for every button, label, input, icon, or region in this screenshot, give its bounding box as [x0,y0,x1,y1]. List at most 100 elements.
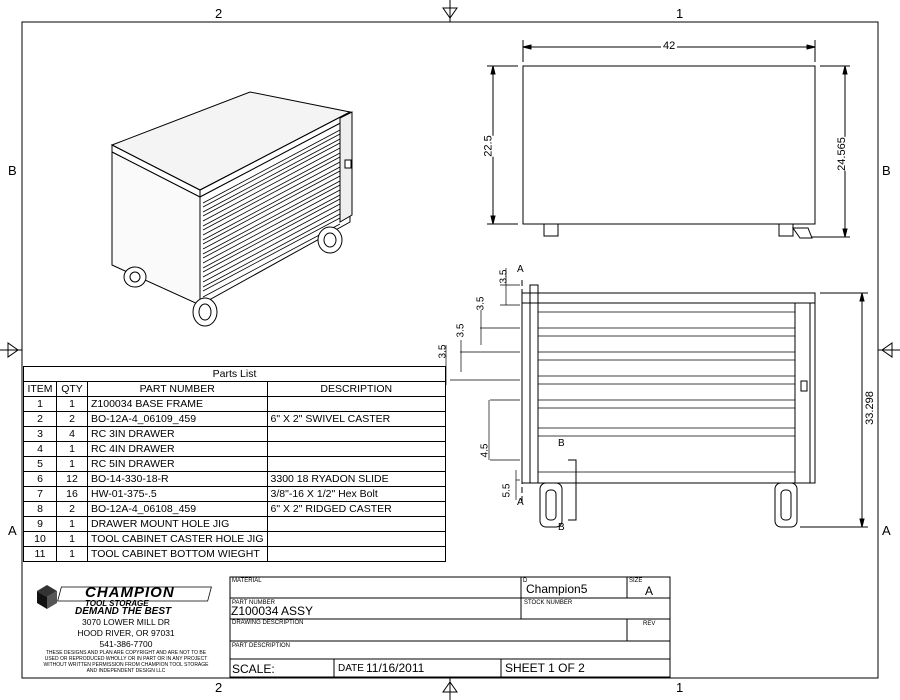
cell-qty: 2 [56,501,88,517]
zone-right-lower: A [882,523,891,538]
cell-qty: 1 [56,456,88,472]
dim-side-5: 4.5 [479,443,491,458]
cell-item: 9 [23,516,57,532]
zone-left-lower: A [8,523,17,538]
dim-side-height: 33.298 [863,391,876,425]
cell-part: Z100034 BASE FRAME [87,396,268,412]
cell-qty: 1 [56,396,88,412]
disclaimer-4: AND INDEPENDENT DESIGN LLC [86,668,166,674]
date-label: DATE [338,663,364,674]
cell-part: BO-14-330-18-R [87,471,268,487]
designer-label: D [523,578,528,584]
cell-desc: 3/8"-16 X 1/2" Hex Bolt [266,486,447,502]
address-line-2: HOOD RIVER, OR 97031 [77,628,175,638]
cell-part: HW-01-375-.5 [87,486,268,502]
slogan: DEMAND THE BEST [75,606,172,617]
cell-desc [266,456,447,472]
cell-qty: 1 [56,441,88,457]
cell-part: BO-12A-4_06109_459 [87,411,268,427]
cell-item: 2 [23,411,57,427]
zone-top-left: 2 [215,6,223,21]
logo-text: CHAMPION [85,584,175,601]
cell-desc [266,546,447,562]
center-mark-right-icon [881,342,893,358]
cell-part: BO-12A-4_06108_459 [87,501,268,517]
drawing-description-label: DRAWING DESCRIPTION [232,620,304,626]
address-line-1: 3070 LOWER MILL DR [81,617,171,627]
part-description-label: PART DESCRIPTION [232,643,291,649]
header-qty: QTY [56,381,88,397]
phone: 541-386-7700 [99,639,153,649]
side-view [445,268,868,528]
cell-qty: 1 [56,546,88,562]
scale-label: SCALE: [232,662,275,676]
cell-item: 11 [23,546,57,562]
dim-height-total: 24.565 [835,137,848,171]
designer-value: Champion5 [526,582,588,596]
dim-side-6: 5.5 [501,483,513,498]
part-number-value: Z100034 ASSY [231,604,314,618]
date-value: 11/16/2011 [366,661,425,675]
cell-item: 5 [23,456,57,472]
zone-bottom-left: 2 [215,680,223,695]
cell-part: RC 4IN DRAWER [87,441,268,457]
cell-qty: 4 [56,426,88,442]
cell-desc [266,426,447,442]
section-label-a-bottom: A [517,497,524,508]
dim-side-1: 3.5 [498,269,510,284]
cell-part: TOOL CABINET BOTTOM WIEGHT [87,546,268,562]
cell-part: DRAWER MOUNT HOLE JIG [87,516,268,532]
disclaimer-1: THESE DESIGNS AND PLAN ARE COPYRIGHT AND… [45,650,207,656]
cell-item: 10 [23,531,57,547]
front-view [487,40,850,239]
cell-qty: 1 [56,531,88,547]
rev-label: REV [643,621,656,627]
cell-desc [266,531,447,547]
part-number-label: PART NUMBER [232,600,276,606]
cell-item: 8 [23,501,57,517]
isometric-view [110,91,353,327]
dim-side-2: 3.5 [475,296,487,311]
cell-item: 6 [23,471,57,487]
stock-number-label: STOCK NUMBER [524,600,573,606]
cell-qty: 1 [56,516,88,532]
header-part-number: PART NUMBER [87,381,268,397]
dim-side-3: 3.5 [455,323,467,338]
parts-list-title: Parts List [23,366,446,382]
size-value: A [645,584,654,598]
cell-part: TOOL CABINET CASTER HOLE JIG [87,531,268,547]
disclaimer-3: WITHOUT WRITTEN PERMISSION FROM CHAMPION… [43,662,209,668]
cell-item: 4 [23,441,57,457]
cell-desc: 6" X 2" RIDGED CASTER [266,501,447,517]
title-block-grid [229,576,671,678]
header-description: DESCRIPTION [266,381,447,397]
cell-desc [266,396,447,412]
size-label: SIZE [629,578,643,584]
section-label-b-bottom: B [558,522,565,533]
material-label: MATERIAL [232,578,262,584]
cell-item: 3 [23,426,57,442]
center-mark-top-icon [442,7,458,19]
cell-part: RC 5IN DRAWER [87,456,268,472]
center-mark-left-icon [7,342,19,358]
cell-desc: 3300 18 RYADON SLIDE [266,471,447,487]
section-label-b-top: B [558,438,565,449]
zone-top-right: 1 [676,6,684,21]
company-block: CHAMPION TOOL STORAGE DEMAND THE BEST 30… [23,577,229,676]
disclaimer-2: USED OR REPRODUCED WHOLLY OR IN PART OR … [44,656,208,662]
header-item: ITEM [23,381,57,397]
logo-sub: TOOL STORAGE [85,599,149,608]
sheet-number: SHEET 1 OF 2 [505,661,585,675]
